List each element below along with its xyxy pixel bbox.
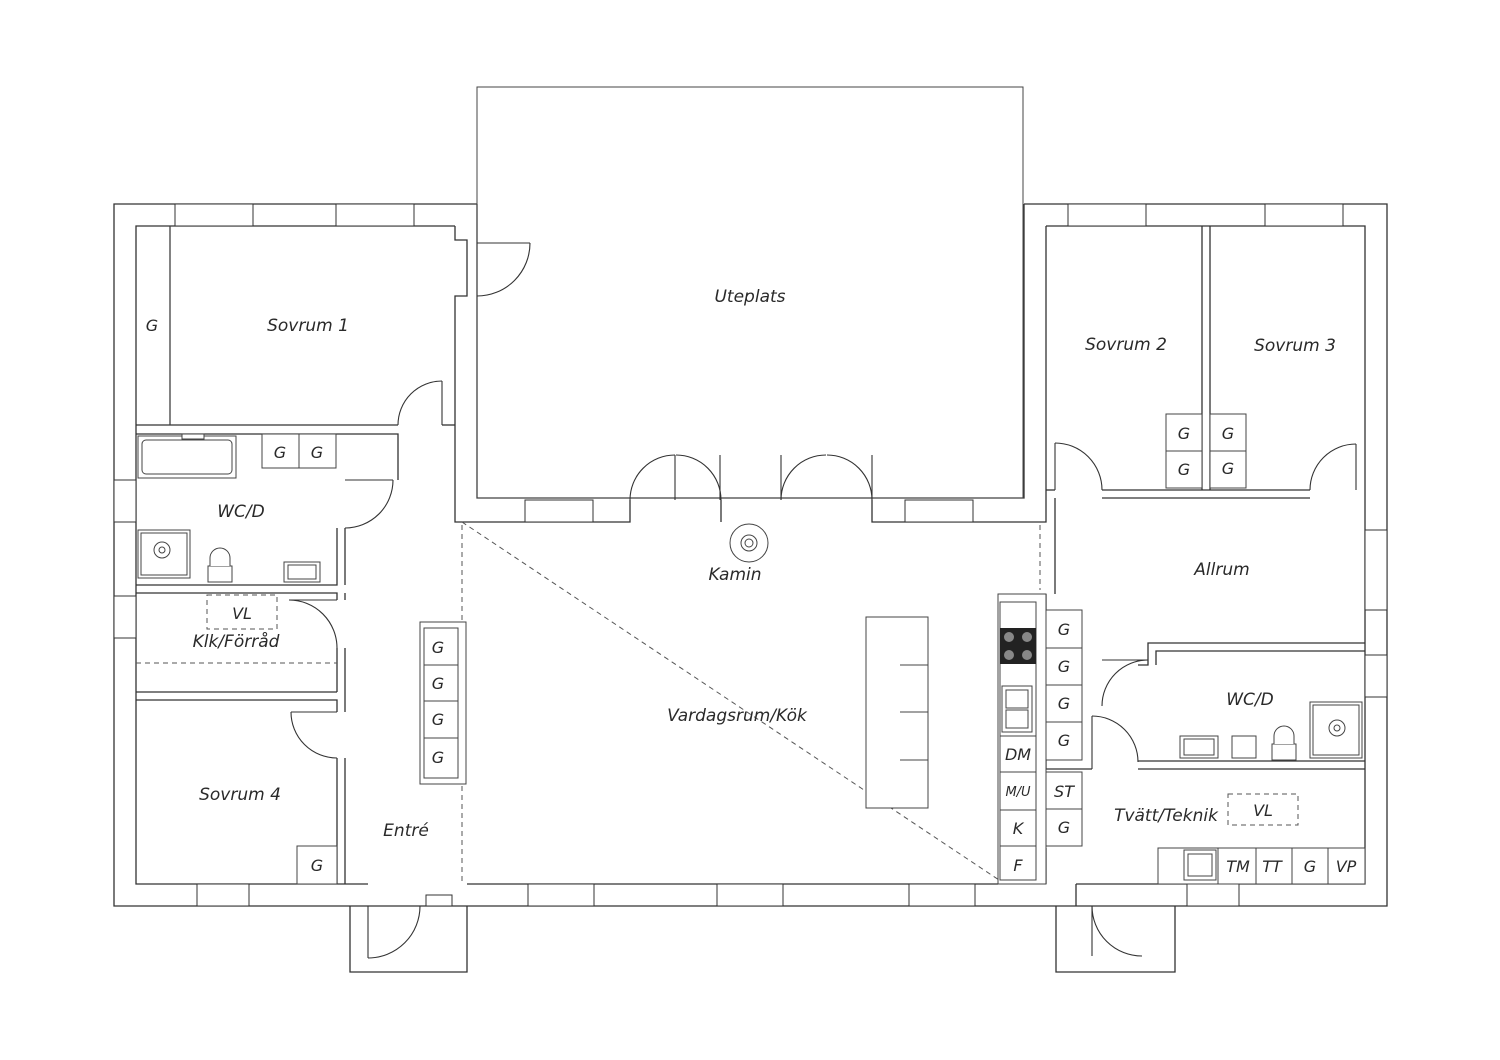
label-g-sovrum2-1: G — [1178, 424, 1190, 443]
label-g-wc-2: G — [311, 443, 323, 462]
label-g-wc-1: G — [274, 443, 286, 462]
room-labels: Uteplats Sovrum 1 Sovrum 2 Sovrum 3 WC/D… — [193, 287, 1336, 841]
label-mu: M/U — [1005, 785, 1031, 800]
label-vl-right: VL — [1253, 801, 1273, 820]
windows — [113, 203, 1388, 907]
label-g-hall-2: G — [432, 674, 444, 693]
label-g-hall-4: G — [432, 748, 444, 767]
label-uteplats: Uteplats — [714, 287, 785, 307]
label-g-kitchen-3: G — [1058, 694, 1070, 713]
label-vp: VP — [1336, 857, 1357, 876]
label-g-st: G — [1058, 818, 1070, 837]
label-klk-forrad: Klk/Förråd — [193, 631, 280, 652]
label-g-sovrum2-2: G — [1178, 460, 1190, 479]
label-dm: DM — [1005, 745, 1031, 764]
label-kamin: Kamin — [708, 565, 761, 585]
label-allrum: Allrum — [1193, 560, 1249, 580]
label-vardagsrum-kok: Vardagsrum/Kök — [667, 706, 808, 726]
label-k: K — [1013, 819, 1025, 838]
label-st: ST — [1054, 782, 1075, 801]
label-vl-left: VL — [232, 604, 252, 623]
label-g-sovrum1: G — [146, 316, 158, 335]
label-sovrum-1: Sovrum 1 — [267, 316, 349, 336]
label-f: F — [1013, 856, 1023, 875]
fixture-labels: G G G VL G G G G G DM M/U K F G G G G ST… — [146, 316, 1357, 876]
label-g-hall-1: G — [432, 638, 444, 657]
dashed-lines — [136, 521, 1299, 885]
label-g-sovrum3-1: G — [1222, 424, 1234, 443]
label-sovrum-2: Sovrum 2 — [1085, 335, 1167, 355]
patio — [476, 86, 1024, 499]
label-wc-left: WC/D — [217, 502, 265, 522]
doors — [288, 242, 1357, 959]
label-g-kitchen-4: G — [1058, 731, 1070, 750]
label-g-tvatt: G — [1304, 857, 1316, 876]
label-g-sovrum3-2: G — [1222, 459, 1234, 478]
label-wc-right: WC/D — [1226, 690, 1274, 710]
label-g-kitchen-1: G — [1058, 620, 1070, 639]
label-tt: TT — [1262, 857, 1283, 876]
label-tvatt-teknik: Tvätt/Teknik — [1114, 806, 1219, 826]
label-g-sovrum4: G — [311, 856, 323, 875]
label-sovrum-3: Sovrum 3 — [1254, 336, 1336, 356]
fixtures-drawn — [137, 226, 1366, 885]
label-tm: TM — [1226, 857, 1250, 876]
label-g-kitchen-2: G — [1058, 657, 1070, 676]
label-sovrum-4: Sovrum 4 — [199, 785, 281, 805]
label-g-hall-3: G — [432, 710, 444, 729]
label-entre: Entré — [383, 821, 429, 841]
